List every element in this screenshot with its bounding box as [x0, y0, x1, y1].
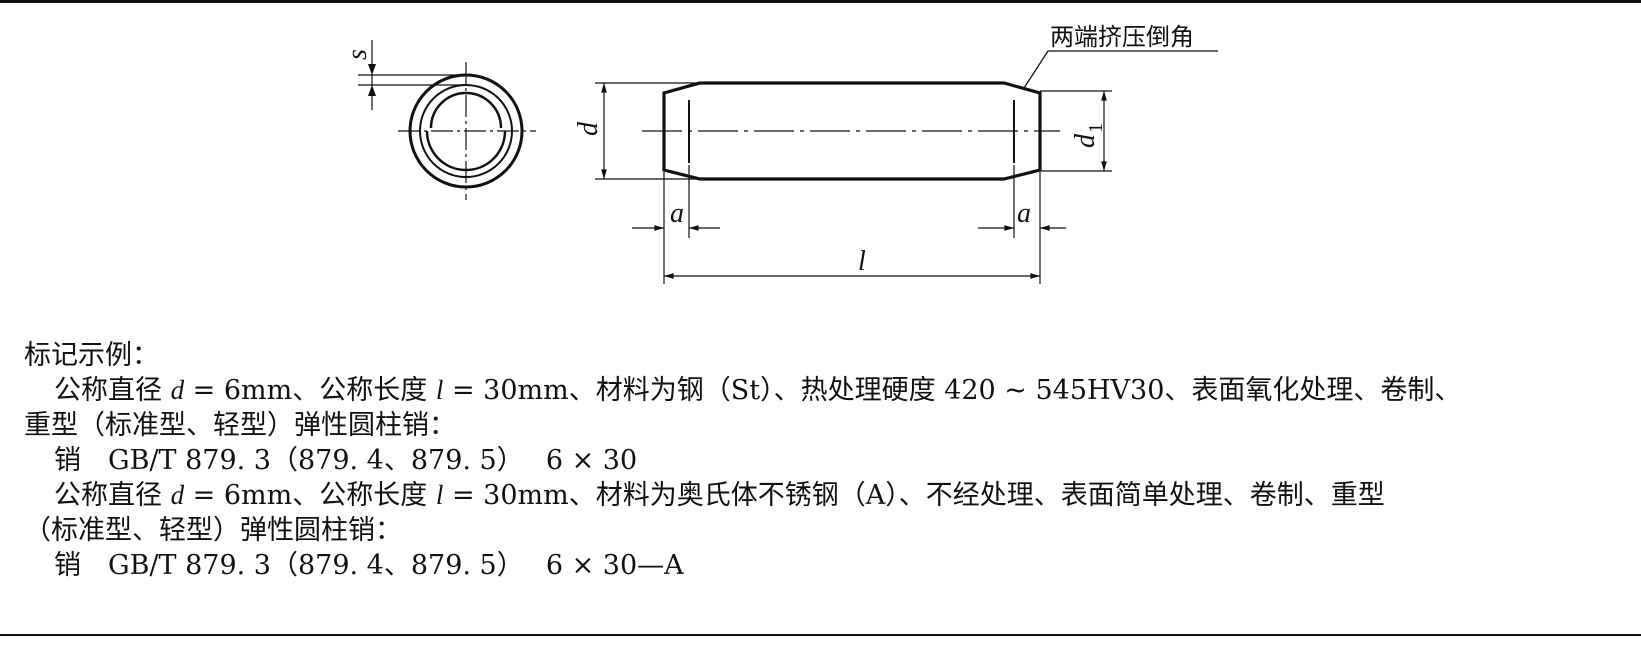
ex2-text-a: 公称直径 [54, 480, 171, 511]
side-view [595, 50, 1218, 284]
example1-para-line2: 重型（标准型、轻型）弹性圆柱销： [24, 410, 456, 441]
s-arrow-top [368, 64, 376, 75]
example2-para-line2: （标准型、轻型）弹性圆柱销： [24, 515, 402, 546]
marking-examples: 标记示例： 公称直径 d = 6mm、公称长度 l = 30mm、材料为钢（St… [24, 338, 1624, 583]
ex1-text-c: = 30mm、材料为钢（St）、热处理硬度 420 ~ 545HV30、表面氧化… [443, 375, 1462, 406]
label-d: d [573, 121, 604, 136]
label-a-right: a [1017, 198, 1031, 229]
label-d1-main: d [1070, 133, 1101, 148]
s-arrow-bottom [368, 85, 376, 96]
pin-outline [662, 81, 1042, 181]
label-s: s [342, 49, 373, 60]
ex2-text-b: = 6mm、公称长度 [184, 480, 436, 511]
chamfer-note: 两端挤压倒角 [1050, 23, 1194, 51]
ex1-symbol-d: d [170, 375, 185, 405]
example2-para-line1: 公称直径 d = 6mm、公称长度 l = 30mm、材料为奥氏体不锈钢（A）、… [24, 478, 1624, 513]
pin-drawing: s d d 1 a a l 两端挤压倒角 [342, 23, 1218, 284]
label-d1-sub: 1 [1085, 123, 1107, 133]
end-view [358, 40, 536, 200]
ex1-text-b: = 6mm、公称长度 [184, 375, 436, 406]
label-d1: d 1 [1070, 123, 1107, 148]
example1-marking: 销 GB/T 879. 3（879. 4、879. 5） 6 × 30 [54, 445, 638, 476]
ex1-symbol-l: l [435, 375, 444, 405]
heading: 标记示例： [24, 340, 159, 371]
label-a-left: a [670, 198, 684, 229]
ex2-symbol-l: l [435, 480, 444, 510]
ex2-symbol-d: d [170, 480, 185, 510]
ex1-text-a: 公称直径 [54, 375, 171, 406]
example2-marking: 销 GB/T 879. 3（879. 4、879. 5） 6 × 30—A [54, 550, 684, 581]
example1-para-line1: 公称直径 d = 6mm、公称长度 l = 30mm、材料为钢（St）、热处理硬… [24, 373, 1624, 408]
chamfer-leader [1023, 50, 1218, 89]
inner-coil-top [429, 91, 503, 129]
top-rule [0, 0, 1641, 3]
ex2-text-c: = 30mm、材料为奥氏体不锈钢（A）、不经处理、表面简单处理、卷制、重型 [443, 480, 1385, 511]
label-l: l [858, 246, 866, 277]
bottom-rule [0, 634, 1641, 636]
